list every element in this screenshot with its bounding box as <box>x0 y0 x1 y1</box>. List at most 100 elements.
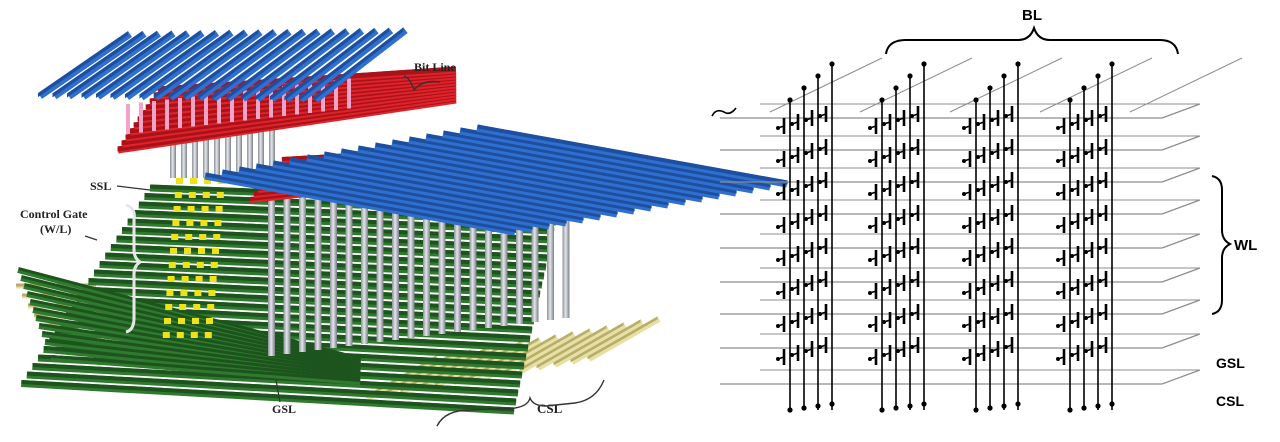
gate-node <box>776 357 780 361</box>
gate-node <box>1004 213 1008 217</box>
gate-node <box>790 155 794 159</box>
csl-node <box>1081 405 1087 411</box>
gate-node <box>1056 192 1060 196</box>
bl-label: BL <box>1022 7 1042 24</box>
gate-node <box>868 357 872 361</box>
contact <box>162 332 170 338</box>
pillar <box>283 186 291 354</box>
csl-node <box>893 405 899 411</box>
bit-line-diag <box>1039 57 1153 113</box>
string-node <box>1081 85 1087 91</box>
gate-node <box>1098 246 1102 250</box>
pillar-back <box>214 112 220 178</box>
gate-node <box>910 312 914 316</box>
bit-contact <box>282 86 286 116</box>
gate-node <box>990 118 994 122</box>
contact <box>174 192 182 198</box>
pillar <box>531 167 539 322</box>
gate-node <box>976 122 980 126</box>
contact <box>185 234 193 240</box>
cell-string-circuit <box>776 61 1115 413</box>
bit-line-label: Bit Line <box>414 60 456 74</box>
csl-node <box>921 401 927 407</box>
csl-node <box>1015 401 1021 407</box>
gate-node <box>910 180 914 184</box>
gate-node <box>1070 155 1074 159</box>
gate-node <box>804 316 808 320</box>
gate-node <box>882 122 886 126</box>
gate-node <box>1084 349 1088 353</box>
line-break-mark <box>711 107 737 117</box>
bit-contact <box>126 104 130 134</box>
gate-node <box>1084 118 1088 122</box>
gate-node <box>896 349 900 353</box>
gate-node <box>868 258 872 262</box>
csl-node <box>987 405 993 411</box>
gate-node <box>990 151 994 155</box>
contact <box>186 220 194 226</box>
bit-contact <box>295 84 299 115</box>
bit-line-side <box>38 31 129 98</box>
wl-label: WL <box>1234 237 1257 254</box>
bit-contact <box>269 87 273 118</box>
csl-node <box>1067 407 1073 413</box>
gate-node <box>896 250 900 254</box>
bit-line-side <box>255 28 346 101</box>
gate-node <box>1084 151 1088 155</box>
gate-node <box>1098 114 1102 118</box>
bit-line-side <box>66 30 157 98</box>
gate-node <box>868 159 872 163</box>
word-line-front-side <box>42 331 361 377</box>
pillar <box>454 173 461 332</box>
contact <box>212 248 219 254</box>
gate-node <box>896 283 900 287</box>
pillar <box>314 184 322 350</box>
gate-node <box>790 122 794 126</box>
bit-line-side <box>211 28 302 100</box>
pillar <box>562 165 570 318</box>
pillar <box>516 168 523 324</box>
gate-node <box>776 126 780 130</box>
vertical-channel-pillars <box>170 112 570 356</box>
gate-node <box>818 147 822 151</box>
contact <box>214 220 222 226</box>
gate-node <box>1084 316 1088 320</box>
gate-node <box>804 151 808 155</box>
gate-node <box>790 188 794 192</box>
bit-line-side <box>124 29 215 99</box>
plane-right-edge <box>1161 299 1201 315</box>
string-node <box>1015 61 1021 67</box>
gate-node <box>804 217 808 221</box>
bit-contact <box>178 98 182 128</box>
pillar-back <box>236 112 242 178</box>
gate-node <box>1070 353 1074 357</box>
contact <box>213 234 221 240</box>
gate-node <box>976 353 980 357</box>
gate-node <box>868 291 872 295</box>
gate-node <box>804 118 808 122</box>
string-node <box>1001 73 1007 79</box>
bit-line-side <box>269 28 360 101</box>
string-node <box>921 61 927 67</box>
bit-line-side <box>52 30 143 98</box>
contact <box>202 192 210 198</box>
bit-line-side <box>95 30 186 98</box>
gate-node <box>804 283 808 287</box>
gate-node <box>1098 345 1102 349</box>
contact <box>166 290 174 296</box>
contact <box>170 248 177 254</box>
string-node <box>815 73 821 79</box>
bit-line-side <box>139 29 230 99</box>
contact <box>206 318 213 324</box>
bit-contact <box>256 89 260 119</box>
pillar <box>423 176 430 336</box>
gate-node <box>976 155 980 159</box>
gate-node <box>804 250 808 254</box>
word-line-front-side <box>45 339 361 379</box>
contact <box>164 318 171 324</box>
pillar-back <box>203 112 209 178</box>
bit-contact <box>204 95 208 125</box>
string-node <box>801 85 807 91</box>
bit-line-diag <box>769 57 883 113</box>
